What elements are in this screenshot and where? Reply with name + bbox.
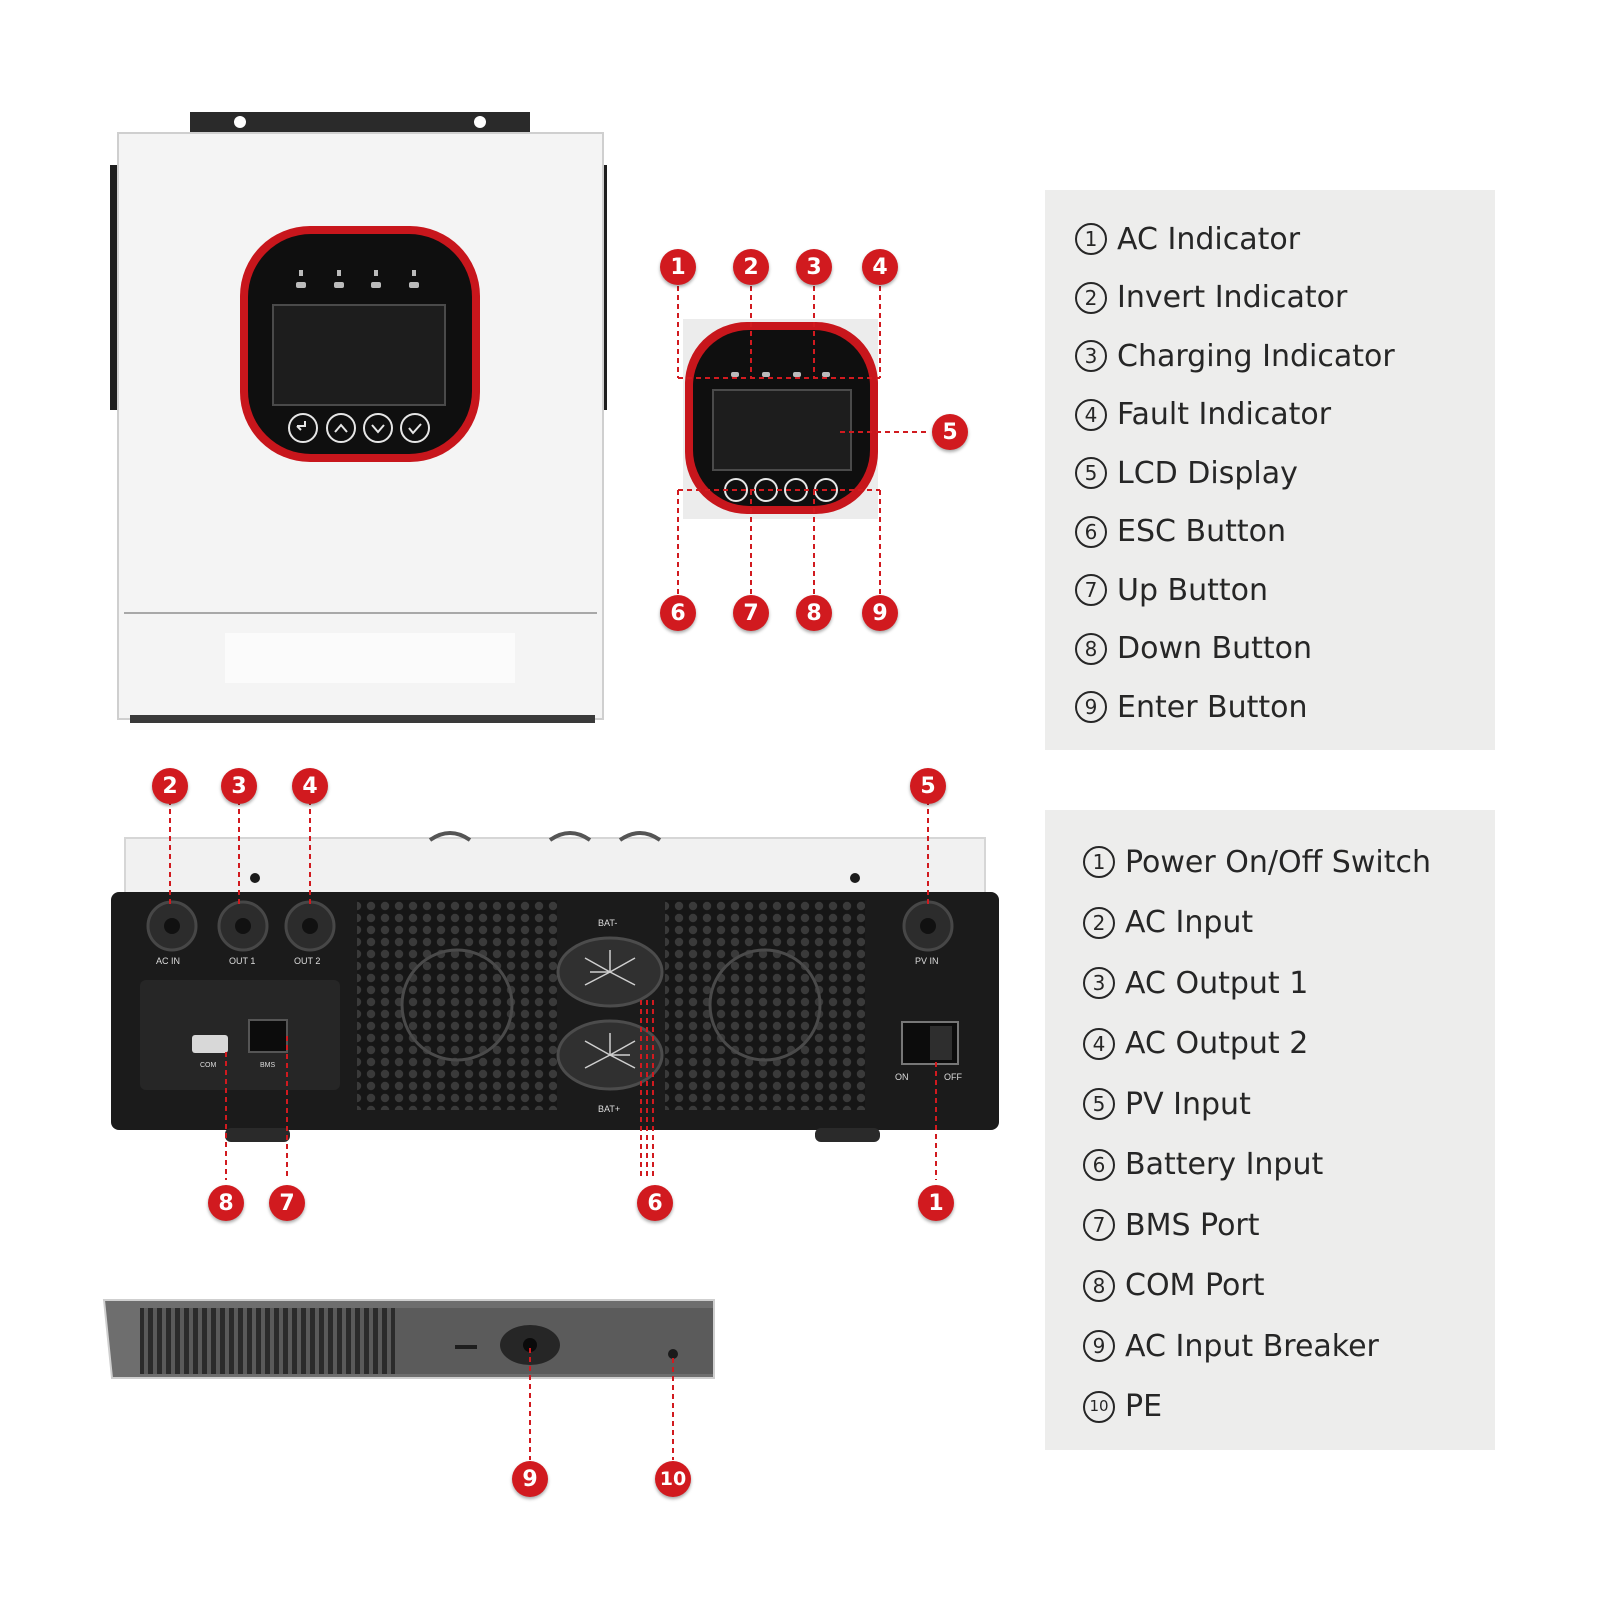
- callout-front-9: 9: [862, 595, 898, 631]
- callout-front-5: 5: [932, 414, 968, 450]
- callout-front-8: 8: [796, 595, 832, 631]
- rear-legend-item-label: Power On/Off Switch: [1125, 844, 1431, 880]
- rear-legend-item: 5 PV Input: [1083, 1074, 1495, 1135]
- callout-rear-6: 6: [637, 1185, 673, 1221]
- front-legend-list: 1 AC Indicator 2 Invert Indicator 3 Charging …: [1045, 190, 1495, 737]
- callout-rear-1: 1: [918, 1185, 954, 1221]
- mounting-bracket: [190, 112, 530, 135]
- front-legend-item: 3 Charging Indicator: [1075, 327, 1495, 386]
- front-legend-item: 7 Up Button: [1075, 561, 1495, 620]
- callout-front-1: 1: [660, 249, 696, 285]
- callout-bottom-9: 9: [512, 1461, 548, 1497]
- rear-legend-item-label: AC Input Breaker: [1125, 1328, 1379, 1364]
- front-legend-item: 5 LCD Display: [1075, 444, 1495, 503]
- callout-front-7: 7: [733, 595, 769, 631]
- rear-legend-item: 7 BMS Port: [1083, 1195, 1495, 1256]
- label-out1: OUT 1: [229, 956, 256, 966]
- front-legend-item-number: 9: [1075, 691, 1107, 724]
- callout-rear-7: 7: [269, 1185, 305, 1221]
- rear-legend-item-label: PV Input: [1125, 1086, 1251, 1122]
- rear-legend-item-number: 4: [1083, 1027, 1115, 1060]
- rear-legend-item-label: AC Input: [1125, 905, 1254, 941]
- rear-legend-item-number: 8: [1083, 1269, 1115, 1302]
- front-legend-item-number: 5: [1075, 457, 1107, 490]
- panel-zoom: [677, 286, 930, 595]
- rear-view: [111, 800, 999, 1180]
- front-legend-item-label: Invert Indicator: [1117, 280, 1348, 316]
- front-legend-item-number: 3: [1075, 340, 1107, 373]
- front-legend-item-number: 2: [1075, 281, 1107, 314]
- front-legend-item-label: Down Button: [1117, 631, 1313, 667]
- label-bat-plus: BAT+: [598, 1104, 621, 1114]
- front-legend-item-number: 1: [1075, 223, 1107, 256]
- label-ac-in: AC IN: [156, 956, 181, 966]
- callout-rear-4: 4: [292, 768, 328, 804]
- front-legend-item-label: Enter Button: [1117, 689, 1308, 725]
- callout-rear-5: 5: [910, 768, 946, 804]
- front-legend-item: 6 ESC Button: [1075, 503, 1495, 562]
- callout-rear-8: 8: [208, 1185, 244, 1221]
- rear-legend-item: 3 AC Output 1: [1083, 953, 1495, 1014]
- label-on: ON: [895, 1072, 909, 1082]
- rear-legend-item-number: 5: [1083, 1088, 1115, 1121]
- callout-rear-3: 3: [221, 768, 257, 804]
- label-pv-in: PV IN: [915, 956, 939, 966]
- callout-rear-2: 2: [152, 768, 188, 804]
- label-bat-minus: BAT-: [598, 918, 618, 928]
- rear-legend-item-label: PE: [1125, 1389, 1163, 1425]
- front-legend-item: 4 Fault Indicator: [1075, 386, 1495, 445]
- front-legend-item-label: LCD Display: [1117, 455, 1298, 491]
- callout-bottom-10: 10: [655, 1461, 691, 1497]
- callout-front-6: 6: [660, 595, 696, 631]
- rear-legend-item-number: 1: [1083, 846, 1115, 879]
- front-legend-item-number: 6: [1075, 515, 1107, 548]
- front-legend-item-number: 8: [1075, 632, 1107, 665]
- rear-legend-item-number: 2: [1083, 906, 1115, 939]
- rear-legend-item: 10 PE: [1083, 1377, 1495, 1438]
- front-legend-item-label: ESC Button: [1117, 514, 1286, 550]
- front-legend-item-number: 4: [1075, 398, 1107, 431]
- front-legend-item-label: Charging Indicator: [1117, 338, 1395, 374]
- front-lcd: [272, 304, 446, 406]
- rear-legend-item-number: 3: [1083, 967, 1115, 1000]
- front-view: [110, 112, 607, 723]
- front-legend-item: 9 Enter Button: [1075, 678, 1495, 737]
- callout-front-2: 2: [733, 249, 769, 285]
- label-off: OFF: [944, 1072, 962, 1082]
- callout-front-4: 4: [862, 249, 898, 285]
- rear-legend-item: 1 Power On/Off Switch: [1083, 832, 1495, 893]
- rear-legend-item-number: 9: [1083, 1330, 1115, 1363]
- label-com: COM: [200, 1062, 217, 1069]
- rear-legend-item-label: AC Output 2: [1125, 1026, 1309, 1062]
- front-legend-item-label: AC Indicator: [1117, 221, 1301, 257]
- rear-legend-item-label: COM Port: [1125, 1268, 1265, 1304]
- front-legend-item-number: 7: [1075, 574, 1107, 607]
- rear-legend-item-number: 10: [1083, 1390, 1115, 1423]
- rear-legend-item-label: AC Output 1: [1125, 965, 1309, 1001]
- rear-legend-item-number: 7: [1083, 1209, 1115, 1242]
- rear-legend-item: 8 COM Port: [1083, 1256, 1495, 1317]
- label-out2: OUT 2: [294, 956, 321, 966]
- front-legend-item: 1 AC Indicator: [1075, 210, 1495, 269]
- front-legend-item: 2 Invert Indicator: [1075, 269, 1495, 328]
- callout-front-3: 3: [796, 249, 832, 285]
- front-legend-item-label: Fault Indicator: [1117, 397, 1332, 433]
- rear-legend-item-label: BMS Port: [1125, 1207, 1260, 1243]
- cable-glands: [146, 900, 954, 952]
- front-legend-item-label: Up Button: [1117, 572, 1269, 608]
- rear-legend-item-label: Battery Input: [1125, 1147, 1324, 1183]
- rear-legend-item: 2 AC Input: [1083, 893, 1495, 954]
- rear-legend-item: 4 AC Output 2: [1083, 1014, 1495, 1075]
- bottom-view: [102, 1299, 715, 1460]
- rear-legend-list: 1 Power On/Off Switch 2 AC Input 3 AC Output …: [1045, 810, 1495, 1437]
- label-bms: BMS: [260, 1062, 276, 1069]
- front-legend-item: 8 Down Button: [1075, 620, 1495, 679]
- rear-legend-item-number: 6: [1083, 1148, 1115, 1181]
- rear-legend-item: 6 Battery Input: [1083, 1135, 1495, 1196]
- rear-legend-item: 9 AC Input Breaker: [1083, 1316, 1495, 1377]
- rear-legend-panel: 1 Power On/Off Switch 2 AC Input 3 AC Output …: [1045, 810, 1495, 1450]
- front-legend-panel: 1 AC Indicator 2 Invert Indicator 3 Charging …: [1045, 190, 1495, 750]
